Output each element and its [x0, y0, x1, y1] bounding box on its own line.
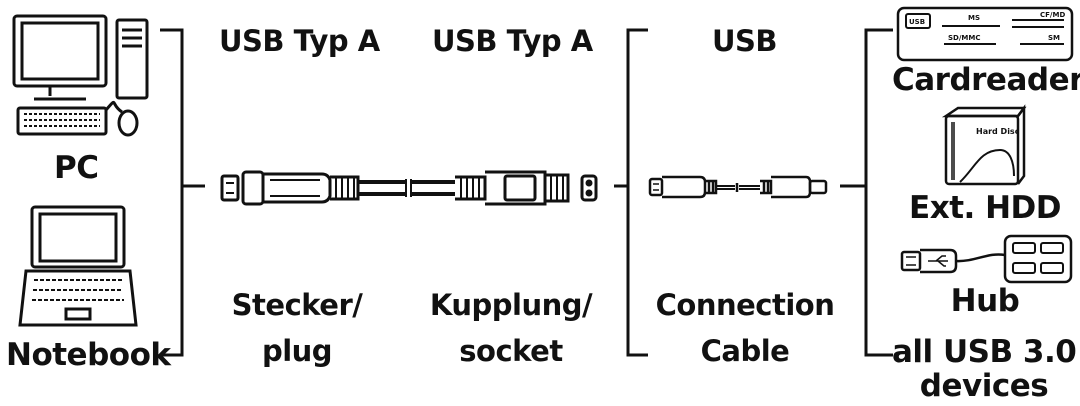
- socket-heading: USB Typ A: [432, 24, 593, 58]
- pc-icon: [12, 14, 149, 137]
- slot-ms: MS: [968, 14, 980, 22]
- hub-icon: [900, 234, 1073, 284]
- middle-bracket: [614, 28, 648, 357]
- hub-label: Hub: [950, 283, 1020, 319]
- notebook-icon: [18, 205, 138, 327]
- right-bracket: [840, 28, 893, 357]
- cable-caption-line1: Connection: [655, 288, 835, 322]
- plug-caption-line1: Stecker/: [231, 288, 363, 322]
- slot-cf: CF/MD: [1040, 11, 1065, 19]
- cardreader-label: Cardreader: [892, 62, 1080, 98]
- plug-caption-line2: plug: [261, 334, 333, 368]
- hdd-label-text: Hard Disc: [976, 127, 1020, 136]
- plug-heading: USB Typ A: [219, 24, 380, 58]
- cardreader-slot-labels: USB MS CF/MD SD/MMC SM: [909, 11, 1065, 42]
- cable-heading: USB: [712, 24, 778, 58]
- socket-caption-line2: socket: [459, 334, 563, 368]
- left-bracket: [160, 28, 205, 357]
- cardreader-icon: [896, 6, 1074, 62]
- slot-sd: SD/MMC: [948, 34, 980, 42]
- hdd-icon: [941, 104, 1027, 186]
- hdd-label: Ext. HDD: [909, 190, 1061, 226]
- all-usb3-line1: all USB 3.0: [892, 334, 1077, 370]
- cable-caption-line2: Cable: [700, 334, 790, 368]
- all-usb3-line2: devices: [919, 368, 1049, 404]
- connection-cable: [648, 175, 828, 199]
- plug-and-socket-cable: [220, 170, 598, 206]
- slot-sm: SM: [1048, 34, 1060, 42]
- pc-label: PC: [54, 150, 99, 186]
- slot-usb: USB: [909, 18, 925, 26]
- socket-caption-line1: Kupplung/: [429, 288, 593, 322]
- notebook-label: Notebook: [6, 337, 171, 373]
